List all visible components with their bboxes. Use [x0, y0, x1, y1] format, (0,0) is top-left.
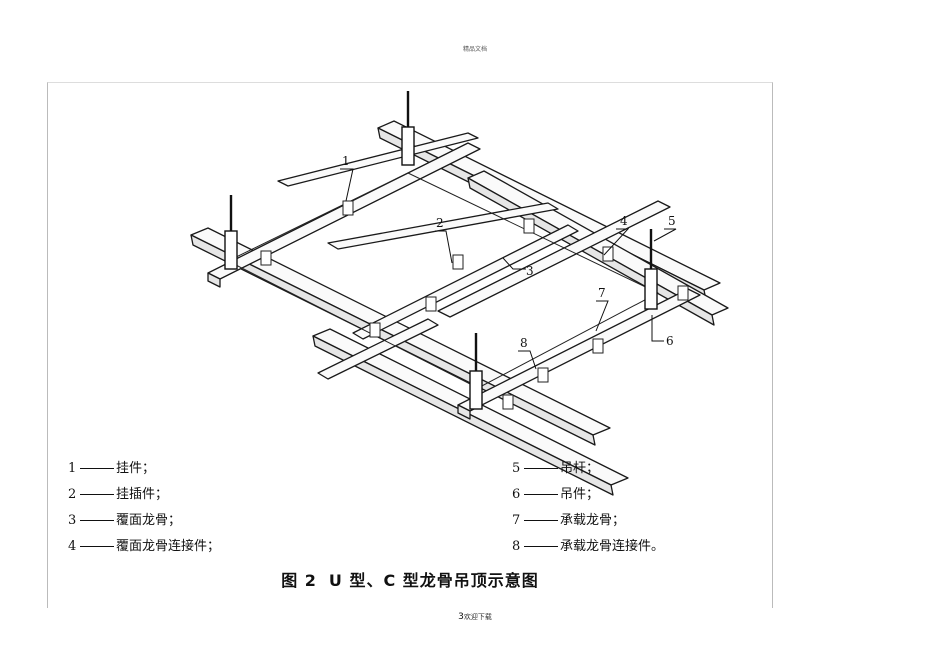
- callout-4: 4: [620, 214, 628, 228]
- cover-channel: [327, 202, 559, 250]
- cover-channel: [317, 318, 439, 380]
- hanger-clamp: [401, 126, 415, 166]
- hanger-clamp: [224, 230, 238, 270]
- header-note: 精品文档: [462, 46, 487, 53]
- footer-text: 欢迎下载: [463, 613, 492, 621]
- page-footer: 3欢迎下载: [0, 612, 950, 622]
- callout-6: 6: [666, 334, 674, 348]
- callout-8: 8: [520, 336, 528, 350]
- cover-channel: [437, 200, 671, 318]
- page-number: 3: [458, 612, 464, 622]
- figure-label: 图 2: [281, 571, 317, 590]
- callout-3: 3: [526, 264, 534, 278]
- figure-title: U 型、C 型龙骨吊顶示意图: [328, 571, 539, 590]
- callout-2: 2: [436, 216, 444, 230]
- cover-channel: [352, 224, 579, 340]
- figure-caption: 图 2 U 型、C 型龙骨吊顶示意图: [48, 567, 772, 591]
- ceiling-grid-drawing: 1 2 3 4 5 6 7 8: [190, 91, 729, 496]
- callout-5: 5: [668, 214, 676, 228]
- callout-7: 7: [598, 286, 606, 300]
- callout-1: 1: [342, 154, 350, 168]
- cover-channel: [457, 288, 701, 412]
- hanger-clamp: [469, 370, 483, 410]
- hanger-clamp: [644, 268, 658, 310]
